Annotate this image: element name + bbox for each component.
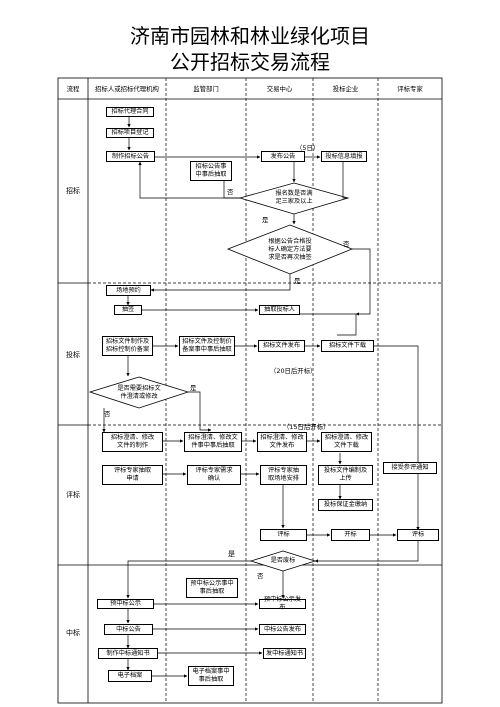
no-label-3: 否 xyxy=(104,410,111,418)
check-abandon-text: 是否废标 xyxy=(270,557,296,564)
expert-confirm-box: 评标专家需求 确认 xyxy=(187,465,241,485)
decision-shapes xyxy=(88,182,354,572)
stage-label-bid: 投标 xyxy=(66,351,80,359)
docs-record-box: 招标文件及控制价 备案事中事后抽取 xyxy=(179,336,235,356)
publish-pre-win-box: 预中标公示发布 xyxy=(259,596,306,611)
column-header-bidder: 投标企业 xyxy=(332,85,359,93)
bid-eval-box-2: 评标 xyxy=(397,529,439,541)
book-venue-box: 场地预约 xyxy=(106,285,151,296)
publish-docs-box: 招标文件发布 xyxy=(258,340,305,352)
archive-record-box: 电子档案事中 事后抽取 xyxy=(188,666,234,686)
stage-label-tender: 招标 xyxy=(66,187,80,195)
bid-open-box: 开标 xyxy=(331,529,370,541)
download-clarify-box: 招标澄清、修改 文件下载 xyxy=(321,432,372,452)
connectors xyxy=(102,117,420,678)
check-law-text: 根据公告合格投 标人确定方法要 求是否再次抽签 xyxy=(268,237,312,261)
check-clarify-text: 是否需要招标文 件澄清或修改 xyxy=(117,384,161,400)
deposit-box: 投标保证金缴纳 xyxy=(318,499,373,511)
candidate-record-box: 预中标公示事中 事后抽取 xyxy=(186,578,238,598)
yes-label-2: 是 xyxy=(294,277,301,285)
e-archive-box: 电子档案 xyxy=(108,670,152,682)
no-label-1: 否 xyxy=(227,188,234,196)
yes-label-3: 是 xyxy=(190,384,197,392)
page-title-line-2: 公开招标交易流程 xyxy=(170,50,330,74)
column-header-tenderer: 招标人或招标代理机构 xyxy=(95,85,159,93)
win-notice-box: 中标公告 xyxy=(104,624,153,635)
make-docs-box: 招标文件制作及 招标控制价备案 xyxy=(102,336,153,356)
draw-lots-box: 抽签 xyxy=(114,305,142,315)
publish-win-box: 中标公告发布 xyxy=(259,624,306,635)
make-notice-box: 制作招标公告 xyxy=(106,151,155,162)
bid-info-register-box: 投标信息填报 xyxy=(321,151,367,162)
outer-frame xyxy=(57,77,443,704)
column-header-expert: 评标专家 xyxy=(397,85,423,93)
check-count-text: 报名数是否满 足三家及以上 xyxy=(275,190,313,205)
page-title-line-1: 济南市园林和林业绿化项目 xyxy=(130,24,370,48)
bid-eval-box-1: 评标 xyxy=(260,529,307,541)
days-20-label: （20日后开标） xyxy=(270,367,317,375)
no-label-4: 否 xyxy=(257,572,264,580)
days-5-label: （5日） xyxy=(296,144,320,152)
yes-label-4: 是 xyxy=(228,550,235,558)
column-header-trading-center: 交易中心 xyxy=(266,85,293,93)
make-win-letter-box: 制作中标通知书 xyxy=(98,648,158,659)
receive-notice-box: 接受参评通知 xyxy=(383,462,437,474)
stage-label-evaluate: 评标 xyxy=(66,491,80,499)
column-header-flow: 流程 xyxy=(66,85,80,93)
agency-contract-box: 招标代理合同 xyxy=(106,107,154,117)
download-docs-box: 招标文件下载 xyxy=(321,340,374,352)
make-clarify-box: 招标澄清、修改 文件的制作 xyxy=(102,432,163,452)
yes-label-1: 是 xyxy=(262,216,269,224)
send-win-letter-box: 发中标通知书 xyxy=(263,648,306,659)
notice-record-box: 招标公告事 中事后抽取 xyxy=(190,161,232,181)
project-register-box: 招标项目登记 xyxy=(106,128,154,138)
expert-draw-box: 评标专家抽 取场地安排 xyxy=(260,465,307,485)
clarify-record-box: 招标澄清、修改文 件事中事后抽取 xyxy=(184,432,242,452)
draw-bidders-box: 抽取投标人 xyxy=(259,305,300,315)
diamond-check-clarify xyxy=(88,376,190,409)
no-label-2: 否 xyxy=(343,240,350,248)
stage-label-award: 中标 xyxy=(66,629,80,637)
pre-win-notice-box: 预中标公示 xyxy=(97,599,154,609)
publish-clarify-box: 招标澄清、修改 文件发布 xyxy=(257,432,307,452)
expert-apply-box: 评标专家抽取 申请 xyxy=(102,465,163,485)
days-15-label: （15日后开标） xyxy=(283,423,330,431)
publish-notice-box: 发布公告 xyxy=(261,151,305,162)
upload-bid-box: 投标文件编制及 上传 xyxy=(318,465,373,485)
column-header-supervisor: 监管部门 xyxy=(193,85,219,93)
